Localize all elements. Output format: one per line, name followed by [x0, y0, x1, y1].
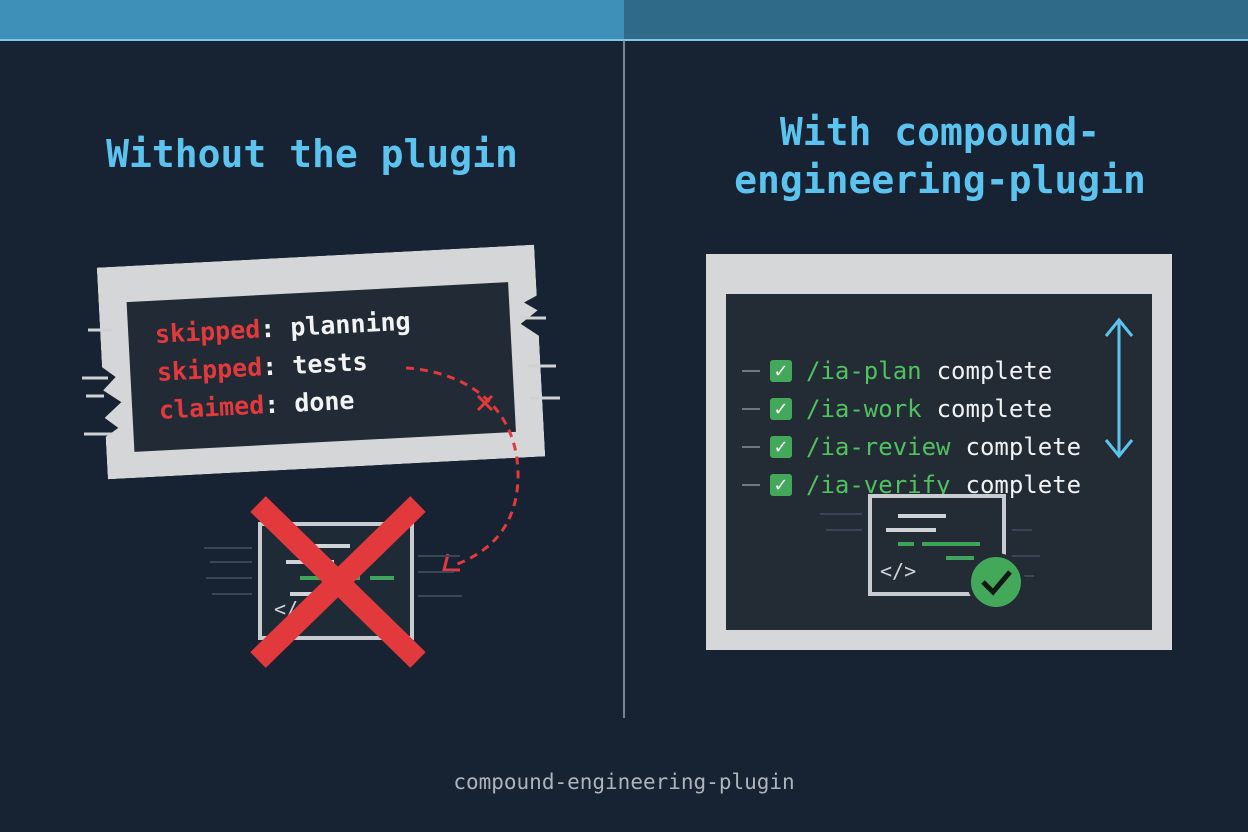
top-bar-right: [624, 0, 1248, 40]
checkbox-icon: ✓: [770, 360, 792, 382]
heading-without-plugin: Without the plugin: [106, 132, 518, 176]
step-status: complete: [936, 357, 1053, 385]
step-row: ✓ /ia-review complete: [742, 432, 1082, 462]
step-row: ✓ /ia-plan complete: [742, 356, 1053, 386]
cross-out-icon: [250, 496, 426, 668]
heading-with-plugin: With compound-engineering-plugin: [734, 110, 1146, 202]
log-separator: :: [261, 351, 278, 382]
step-status: complete: [965, 471, 1082, 499]
step-row: ✓ /ia-verify complete: [742, 470, 1082, 500]
row-dash: [742, 446, 760, 448]
success-terminal-screen: ✓ /ia-plan complete ✓ /ia-work complete …: [726, 294, 1152, 630]
step-row: ✓ /ia-work complete: [742, 394, 1053, 424]
top-bar-left: [0, 0, 624, 40]
log-key: claimed: [158, 390, 265, 425]
row-dash: [742, 370, 760, 372]
row-dash: [742, 408, 760, 410]
failed-file-icon: </>: [204, 522, 462, 640]
top-bar: [0, 0, 1248, 40]
log-value: planning: [289, 306, 412, 342]
panel-divider: [623, 40, 625, 718]
log-value: done: [293, 385, 356, 418]
log-value: tests: [291, 346, 369, 380]
checkbox-icon: ✓: [770, 398, 792, 420]
checkbox-icon: ✓: [770, 474, 792, 496]
broken-log: skipped: planning skipped: tests claimed…: [154, 299, 490, 430]
step-command: /ia-plan: [806, 357, 922, 385]
log-key: skipped: [154, 314, 261, 349]
step-status: complete: [936, 395, 1053, 423]
success-terminal-panel: ✓ /ia-plan complete ✓ /ia-work complete …: [706, 254, 1172, 650]
step-status: complete: [965, 433, 1082, 461]
step-command: /ia-verify: [806, 471, 951, 499]
step-command: /ia-work: [806, 395, 922, 423]
footer-label: compound-engineering-plugin: [453, 770, 795, 794]
log-key: skipped: [156, 352, 263, 387]
log-separator: :: [263, 389, 280, 420]
step-command: /ia-review: [806, 433, 951, 461]
checkbox-icon: ✓: [770, 436, 792, 458]
row-dash: [742, 484, 760, 486]
failed-file-code-glyph: </>: [274, 597, 310, 621]
log-separator: :: [259, 313, 276, 344]
